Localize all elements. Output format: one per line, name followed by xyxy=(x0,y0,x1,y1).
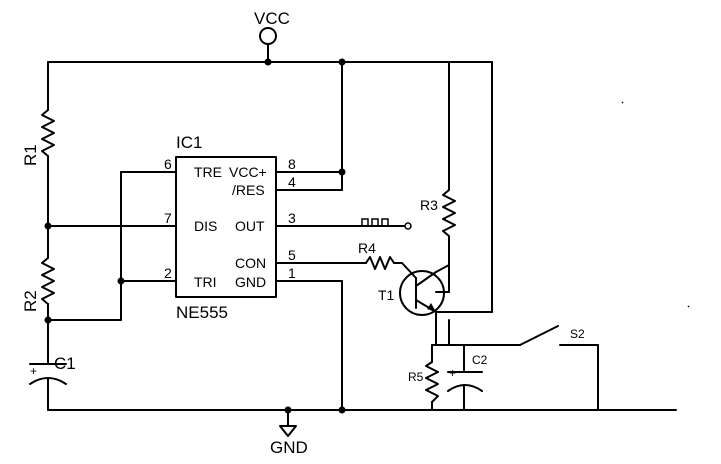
pin-number-7: 7 xyxy=(164,210,172,226)
pin-tri-label: TRI xyxy=(194,274,217,290)
r4-label: R4 xyxy=(358,240,376,256)
gnd-label: GND xyxy=(270,438,308,457)
s2-label: S2 xyxy=(570,327,585,341)
r2-label: R2 xyxy=(21,290,40,312)
r1-resistor xyxy=(41,61,55,259)
pin-number-2: 2 xyxy=(164,265,172,281)
vcc-label: VCC xyxy=(254,9,290,28)
vcc-rail xyxy=(47,58,493,66)
ground-rail xyxy=(47,406,677,414)
ic1-label: IC1 xyxy=(176,133,202,152)
pin-number-1: 1 xyxy=(288,265,296,281)
r5-label: R5 xyxy=(408,370,424,384)
pin-res-label: /RES xyxy=(232,182,265,198)
dis-wire xyxy=(44,222,177,230)
right-supply-wire xyxy=(435,61,493,313)
s2-switch xyxy=(519,325,599,411)
ground-symbol xyxy=(279,409,297,437)
pin-vccplus-label: VCC+ xyxy=(229,164,267,180)
pin-tre-label: TRE xyxy=(194,164,222,180)
c2-label: C2 xyxy=(472,353,488,367)
pin-number-4: 4 xyxy=(288,174,296,190)
pin-out-label: OUT xyxy=(235,218,265,234)
pin-number-3: 3 xyxy=(288,210,296,226)
r4-resistor xyxy=(365,256,417,279)
r3-label: R3 xyxy=(420,197,438,213)
pin-dis-label: DIS xyxy=(194,218,217,234)
trigger-threshold-wire xyxy=(44,171,177,324)
ic1-right-pins xyxy=(275,58,412,411)
r1-label: R1 xyxy=(21,144,40,166)
stray-marks xyxy=(621,101,690,308)
c1-capacitor xyxy=(29,363,67,411)
pin-number-5: 5 xyxy=(288,247,296,263)
pin-number-6: 6 xyxy=(164,156,172,172)
output-pulse-icon xyxy=(354,218,394,227)
vcc-terminal xyxy=(259,27,277,63)
r5-resistor xyxy=(425,344,439,411)
t1-transistor xyxy=(399,264,450,316)
r3-resistor xyxy=(435,61,456,293)
ic1-part-label: NE555 xyxy=(176,303,228,322)
t1-label: T1 xyxy=(378,287,395,303)
r2-resistor xyxy=(41,257,55,365)
c1-plus-sign: + xyxy=(30,364,37,378)
c1-label: C1 xyxy=(54,354,76,373)
c2-plus-sign: + xyxy=(449,366,456,380)
c2-capacitor xyxy=(447,344,483,411)
emitter-network xyxy=(431,311,521,346)
pin-number-8: 8 xyxy=(288,156,296,172)
pin-con-label: CON xyxy=(235,255,266,271)
pin-gnd-label: GND xyxy=(235,274,266,290)
